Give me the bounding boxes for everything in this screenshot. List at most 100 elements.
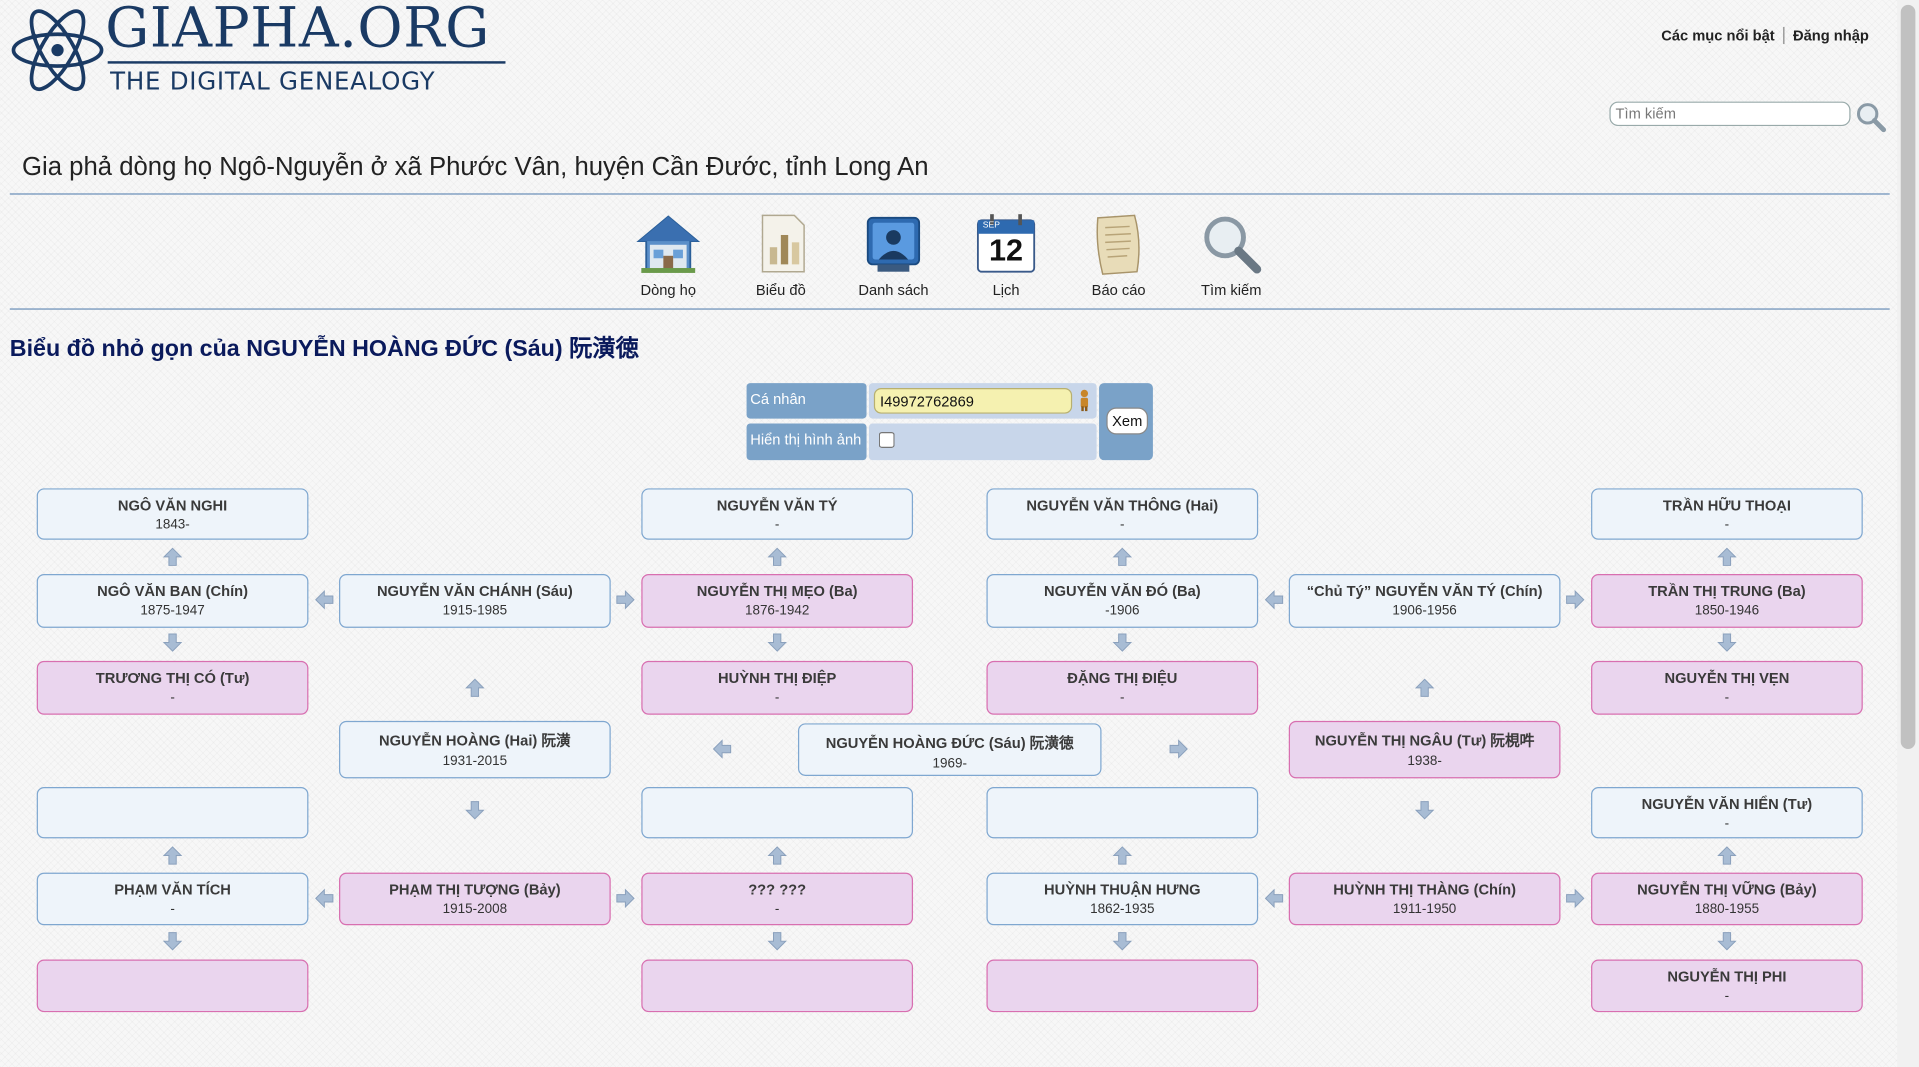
arrow-up-icon: [767, 547, 787, 567]
featured-link[interactable]: Các mục nổi bật: [1661, 26, 1775, 45]
calendar-icon: SEP 12: [973, 211, 1039, 277]
person-dates: 1876-1942: [744, 603, 810, 619]
person-box[interactable]: PHẠM THỊ TƯỢNG (Bảy)1915-2008: [339, 872, 611, 926]
top-links: Các mục nổi bật Đăng nhập: [1661, 26, 1869, 45]
arrow-down-icon: [1717, 633, 1737, 653]
person-name: TRẦN HỮU THOẠI: [1662, 496, 1791, 515]
person-box[interactable]: NGUYỄN THỊ VẸN-: [1591, 660, 1863, 715]
person-name: PHẠM THỊ TƯỢNG (Bảy): [389, 881, 561, 899]
arrow-left-icon: [712, 739, 732, 759]
logo-title: GIAPHA.ORG: [105, 0, 490, 60]
person-dates: 1850-1946: [1694, 603, 1760, 619]
calendar-day: 12: [989, 233, 1024, 269]
person-name: NGUYỄN THỊ VẸN: [1664, 669, 1790, 687]
person-name: HUỲNH THỊ THÀNG (Chín): [1333, 881, 1516, 899]
person-box[interactable]: NGÔ VĂN BAN (Chín)1875-1947: [36, 574, 309, 628]
nav-list[interactable]: Danh sách: [837, 211, 950, 299]
arrow-right-icon: [1169, 739, 1189, 759]
person-box[interactable]: NGUYỄN THỊ VỮNG (Bảy)1880-1955: [1591, 872, 1863, 926]
logo-rule: [107, 61, 506, 64]
nav-family[interactable]: Dòng họ: [612, 211, 725, 299]
person-box[interactable]: NGUYỄN VĂN CHÁNH (Sáu)1915-1985: [339, 574, 611, 628]
link-divider: [1783, 26, 1785, 45]
person-dates: 1911-1950: [1392, 902, 1457, 917]
vertical-scrollbar[interactable]: [1897, 0, 1919, 1067]
person-dates: 1915-1985: [442, 603, 508, 619]
chart-options-form: Cá nhân Hiển thị hình ảnh Xem: [746, 383, 1153, 461]
nav-label: Lịch: [992, 281, 1020, 299]
nav-calendar[interactable]: SEP 12 Lịch: [950, 211, 1063, 299]
person-box[interactable]: TRẦN HỮU THOẠI-: [1591, 488, 1863, 540]
root-person-box[interactable]: NGUYỄN HOÀNG ĐỨC (Sáu) 阮潢徳 1969-: [797, 723, 1102, 776]
view-button[interactable]: Xem: [1106, 407, 1149, 435]
arrow-left-icon: [315, 589, 335, 610]
person-box[interactable]: NGUYỄN VĂN TÝ -: [641, 488, 914, 540]
search-button[interactable]: [1855, 102, 1887, 134]
individual-id-input[interactable]: [873, 387, 1073, 414]
person-box[interactable]: NGUYỄN VĂN HIỂN (Tư)-: [1591, 786, 1863, 839]
calendar-month: SEP: [982, 221, 1000, 231]
magnifier-icon: [1204, 216, 1262, 274]
person-box[interactable]: TRẦN THỊ TRUNG (Ba)1850-1946: [1591, 574, 1863, 628]
person-dates: 1938-: [1407, 753, 1442, 769]
arrow-down-icon: [1112, 633, 1133, 653]
person-box[interactable]: NGUYỄN THỊ MẸO (Ba)1876-1942: [641, 574, 914, 628]
person-box[interactable]: NGUYỄN VĂN ĐÓ (Ba)-1906: [986, 574, 1259, 628]
person-dates: -: [774, 690, 780, 705]
nav-divider: [9, 308, 1890, 310]
nav-label: Dòng họ: [640, 281, 697, 299]
arrow-up-icon: [1112, 547, 1133, 567]
person-box[interactable]: “Chủ Tý” NGUYỄN VĂN TÝ (Chín)1906-1956: [1288, 574, 1561, 628]
nav-label: Tìm kiếm: [1201, 281, 1262, 299]
person-name: NGUYỄN HOÀNG ĐỨC (Sáu) 阮潢徳: [825, 734, 1074, 752]
person-box[interactable]: HUỲNH THỊ ĐIỆP -: [641, 660, 914, 715]
person-box[interactable]: [986, 959, 1259, 1013]
person-box[interactable]: [641, 786, 914, 839]
page-title: Biểu đồ nhỏ gọn của NGUYỄN HOÀNG ĐỨC (Sá…: [9, 336, 639, 363]
person-box[interactable]: ??? ???-: [641, 872, 914, 926]
person-box[interactable]: NGUYỄN THỊ PHI-: [1591, 959, 1863, 1013]
person-name: PHẠM VĂN TÍCH: [114, 881, 231, 899]
scrollbar-thumb[interactable]: [1900, 4, 1916, 750]
atom-logo-icon: [11, 9, 104, 91]
person-dates: 1969-: [932, 756, 967, 772]
person-box[interactable]: TRƯƠNG THỊ CÓ (Tư)-: [36, 660, 309, 715]
arrow-up-icon: [1112, 846, 1133, 866]
person-dates: -: [170, 902, 175, 917]
person-box[interactable]: [36, 786, 309, 839]
person-box[interactable]: ĐẶNG THỊ ĐIỆU-: [986, 660, 1259, 715]
nav-reports[interactable]: Báo cáo: [1062, 211, 1175, 299]
nav-search[interactable]: Tìm kiếm: [1175, 211, 1288, 299]
person-box[interactable]: [36, 959, 309, 1013]
person-dates: 1875-1947: [140, 603, 205, 619]
search-input[interactable]: [1609, 101, 1851, 127]
person-name: ĐẶNG THỊ ĐIỆU: [1067, 669, 1178, 687]
login-link[interactable]: Đăng nhập: [1793, 26, 1869, 45]
person-dates: -1906: [1105, 603, 1140, 619]
person-picker-icon[interactable]: [1077, 389, 1092, 412]
arrow-left-icon: [1264, 888, 1284, 909]
person-box[interactable]: PHẠM VĂN TÍCH -: [36, 872, 309, 926]
show-images-checkbox[interactable]: [878, 432, 895, 448]
person-name: ??? ???: [748, 881, 807, 899]
person-name: NGÔ VĂN NGHI: [117, 496, 228, 515]
arrow-down-icon: [1717, 931, 1737, 951]
person-dates: -: [1120, 517, 1125, 533]
person-name: NGUYỄN VĂN TÝ: [716, 496, 838, 515]
person-dates: -: [774, 517, 780, 533]
person-name: “Chủ Tý” NGUYỄN VĂN TÝ (Chín): [1306, 582, 1543, 600]
individual-cell: [868, 383, 1097, 419]
person-box[interactable]: NGUYỄN VĂN THÔNG (Hai)-: [986, 488, 1259, 540]
person-name: HUỲNH THỊ ĐIỆP: [718, 669, 837, 687]
person-box[interactable]: HUỲNH THỊ THÀNG (Chín) 1911-1950: [1288, 872, 1561, 926]
person-box[interactable]: [986, 786, 1259, 839]
person-box[interactable]: [641, 959, 914, 1013]
site-logo[interactable]: GIAPHA.ORG THE DIGITAL GENEALOGY: [10, 0, 512, 97]
person-dates: 1880-1955: [1694, 902, 1760, 917]
search-icon: [1856, 103, 1887, 133]
nav-charts[interactable]: Biểu đồ: [725, 211, 838, 299]
